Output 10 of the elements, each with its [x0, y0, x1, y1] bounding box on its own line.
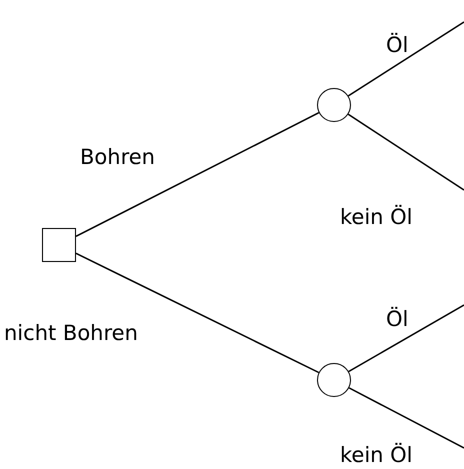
edge-label: Öl — [386, 34, 408, 58]
branch-line — [76, 112, 320, 238]
chance-node-circle — [317, 363, 351, 397]
branch-line — [348, 304, 464, 372]
branch-line — [76, 252, 320, 374]
branch-line — [348, 21, 464, 96]
branch-line — [348, 114, 464, 191]
branch-line — [348, 387, 464, 449]
chance-node-circle — [317, 88, 351, 122]
decision-node-square — [42, 228, 76, 262]
